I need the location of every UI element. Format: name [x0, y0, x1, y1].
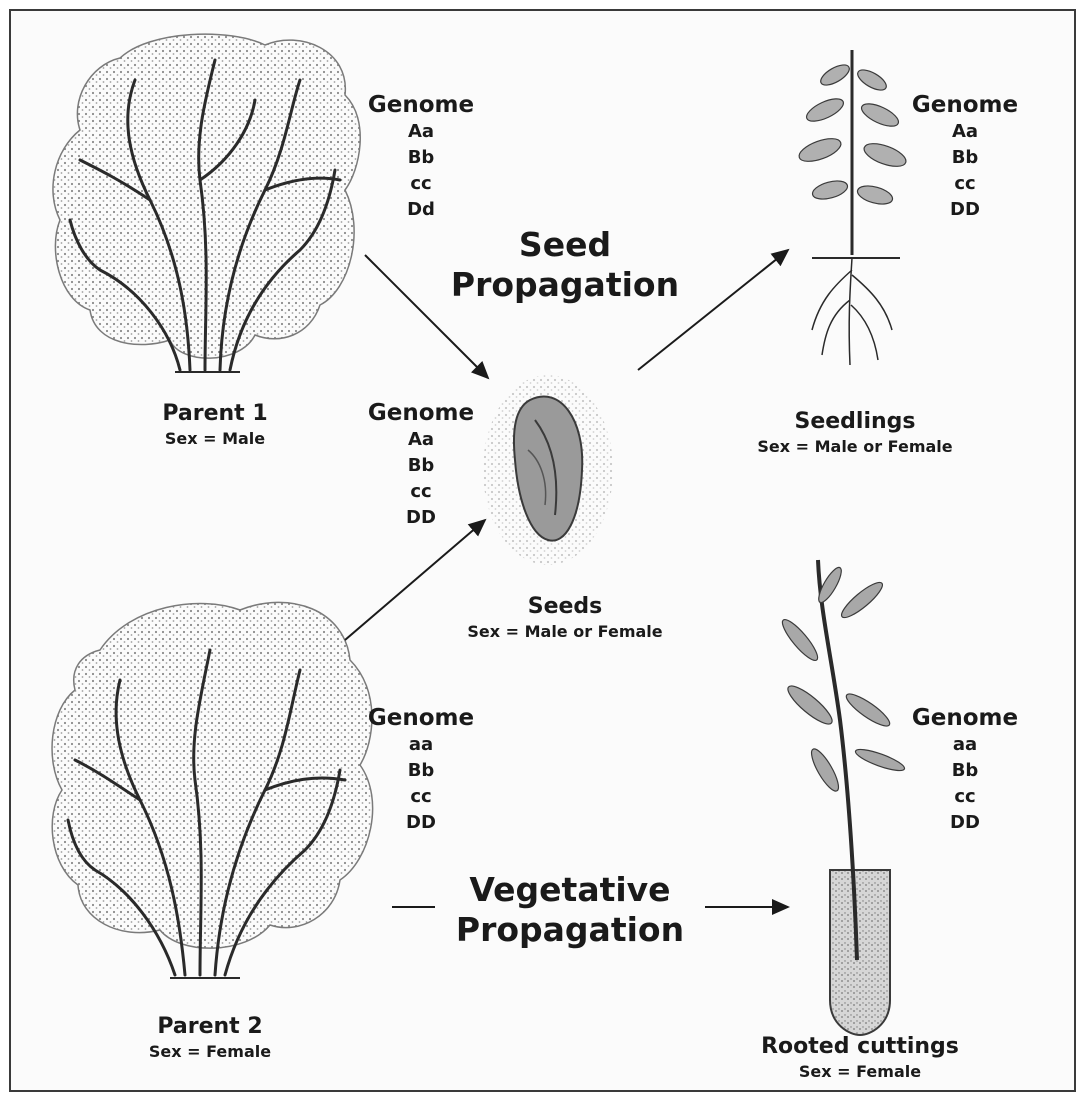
allele: Dd [341, 197, 501, 223]
vegetative-propagation-line2: Propagation [435, 910, 705, 950]
allele: Bb [341, 145, 501, 171]
seeds-genome: Genome Aa Bb cc DD [341, 400, 501, 531]
allele: cc [885, 784, 1045, 810]
seedlings-sex: Sex = Male or Female [705, 436, 1005, 458]
seedlings-label: Seedlings Sex = Male or Female [705, 408, 1005, 458]
allele: Aa [885, 119, 1045, 145]
seed-propagation-line1: Seed [430, 225, 700, 265]
rooted-cuttings-sex: Sex = Female [725, 1061, 995, 1083]
allele: cc [341, 171, 501, 197]
allele: DD [341, 810, 501, 836]
allele: Bb [885, 145, 1045, 171]
allele: Aa [341, 427, 501, 453]
genome-title: Genome [885, 705, 1045, 732]
parent1-label: Parent 1 Sex = Male [135, 400, 295, 450]
allele: cc [885, 171, 1045, 197]
soil-tube [830, 870, 890, 1035]
parent2-tree-illustration [52, 602, 373, 978]
genome-title: Genome [341, 92, 501, 119]
allele: DD [885, 810, 1045, 836]
allele: Aa [341, 119, 501, 145]
allele: Bb [341, 758, 501, 784]
vegetative-propagation-heading: Vegetative Propagation [435, 870, 705, 950]
genome-title: Genome [885, 92, 1045, 119]
parent1-tree-illustration [53, 34, 360, 372]
seedlings-genome: Genome Aa Bb cc DD [885, 92, 1045, 223]
seeds-label: Seeds Sex = Male or Female [420, 593, 710, 643]
allele: Bb [885, 758, 1045, 784]
seeds-name: Seeds [420, 593, 710, 621]
allele: DD [341, 505, 501, 531]
rooted-cuttings-name: Rooted cuttings [725, 1033, 995, 1061]
genome-title: Genome [341, 400, 501, 427]
parent2-genome: Genome aa Bb cc DD [341, 705, 501, 836]
parent1-genome: Genome Aa Bb cc Dd [341, 92, 501, 223]
allele: Bb [341, 453, 501, 479]
parent1-name: Parent 1 [135, 400, 295, 428]
rooted-cuttings-genome: Genome aa Bb cc DD [885, 705, 1045, 836]
seedlings-name: Seedlings [705, 408, 1005, 436]
allele: cc [341, 784, 501, 810]
allele: aa [885, 732, 1045, 758]
seed-illustration [483, 375, 613, 565]
vegetative-propagation-line1: Vegetative [435, 870, 705, 910]
seed-propagation-line2: Propagation [430, 265, 700, 305]
rooted-cuttings-label: Rooted cuttings Sex = Female [725, 1033, 995, 1083]
genome-title: Genome [341, 705, 501, 732]
allele: aa [341, 732, 501, 758]
parent2-name: Parent 2 [125, 1013, 295, 1041]
seed-propagation-heading: Seed Propagation [430, 225, 700, 305]
parent1-sex: Sex = Male [135, 428, 295, 450]
parent2-label: Parent 2 Sex = Female [125, 1013, 295, 1063]
allele: cc [341, 479, 501, 505]
seeds-sex: Sex = Male or Female [420, 621, 710, 643]
parent2-sex: Sex = Female [125, 1041, 295, 1063]
allele: DD [885, 197, 1045, 223]
